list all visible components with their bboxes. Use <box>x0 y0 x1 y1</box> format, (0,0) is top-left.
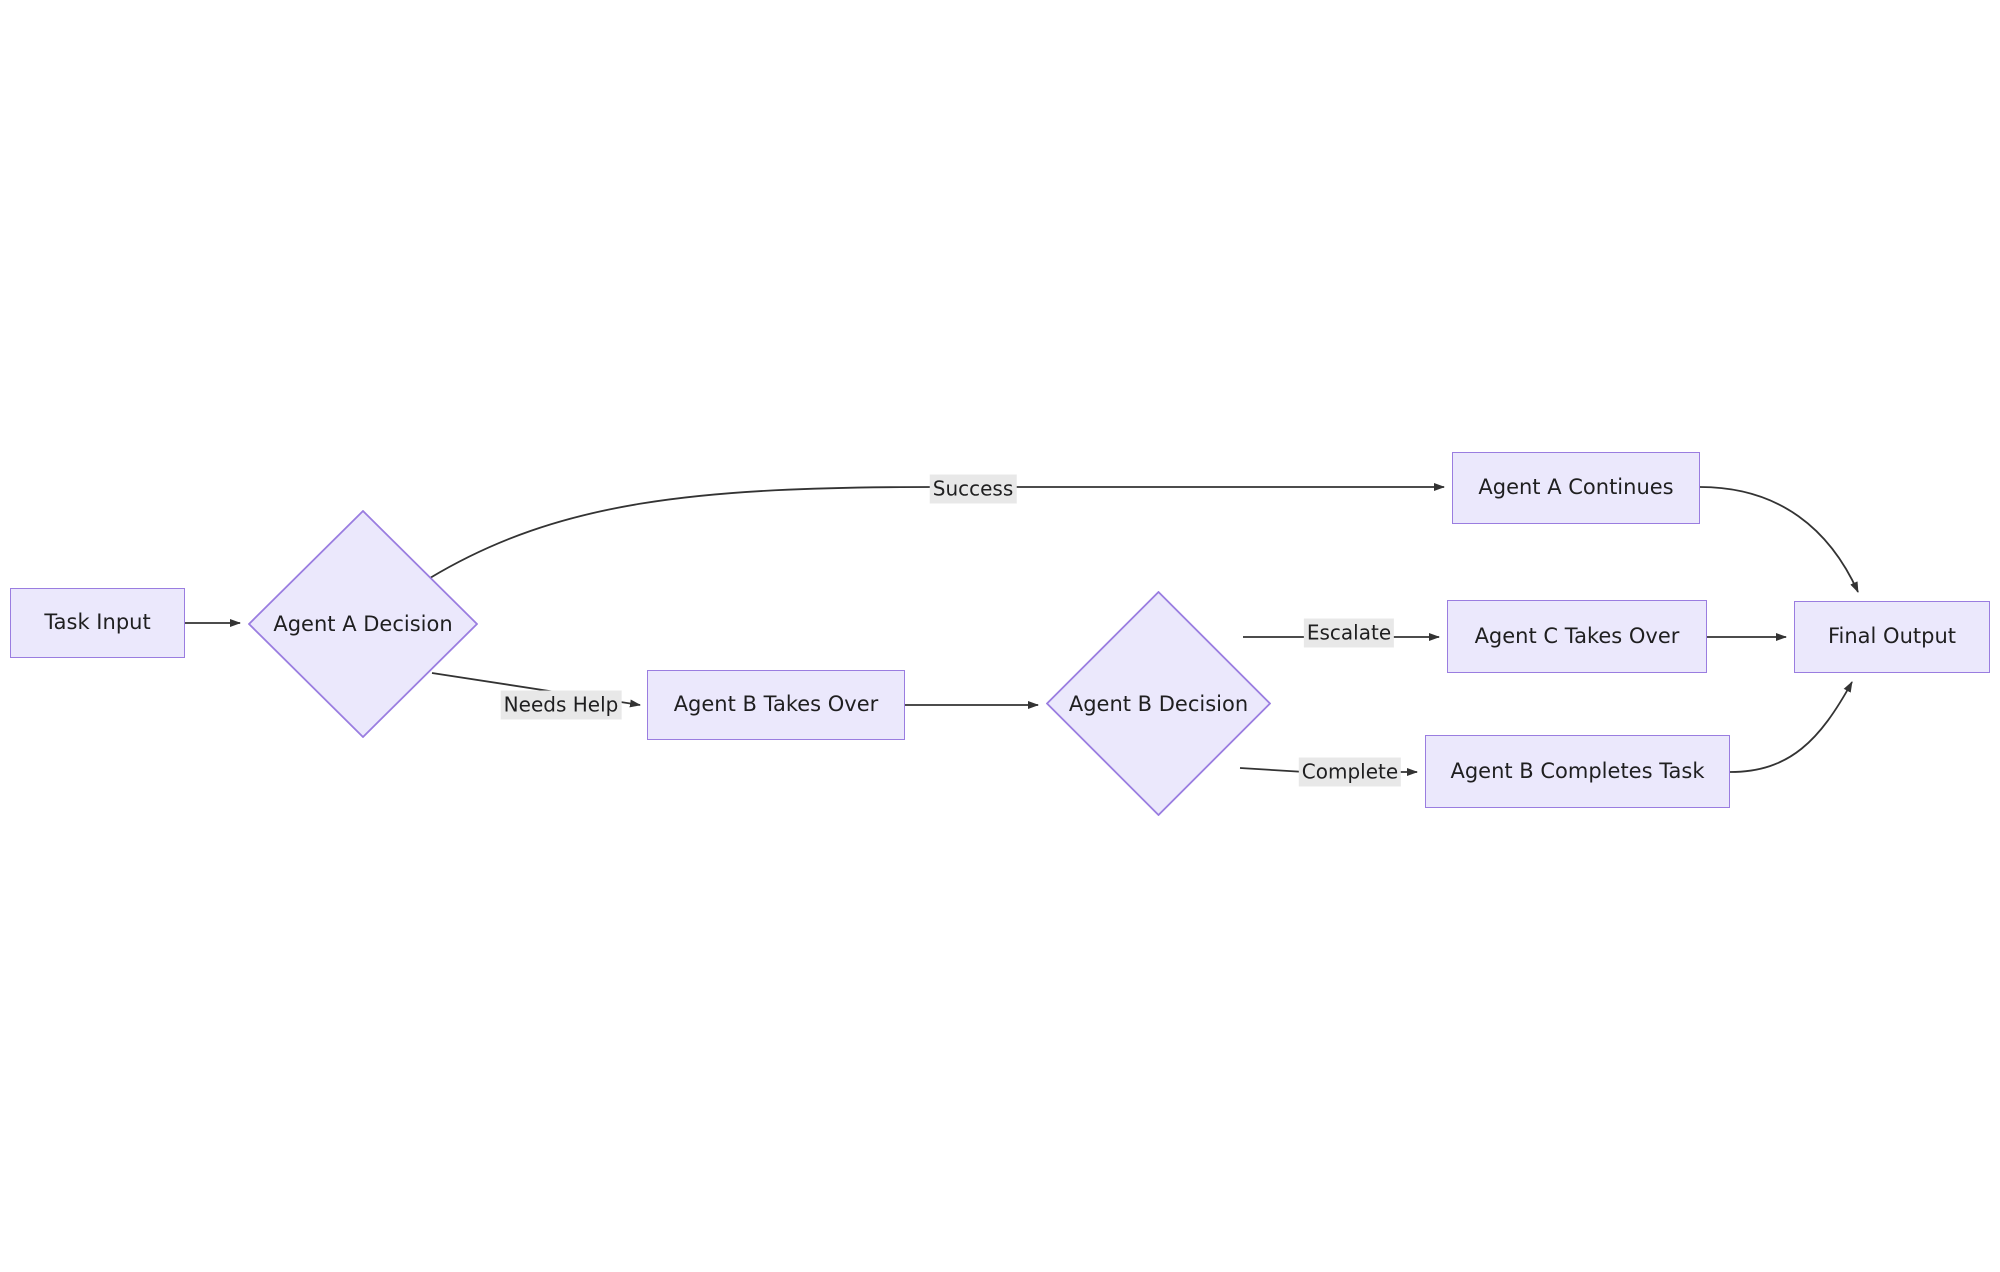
edge-agent-a-decision-to-agent-a-continues <box>429 483 1445 579</box>
node-agent-b-completes-task[interactable]: Agent B Completes Task <box>1425 735 1730 808</box>
edge-label-success: Success <box>929 474 1017 504</box>
node-agent-c-takes-over[interactable]: Agent C Takes Over <box>1447 600 1707 673</box>
node-agent-a-continues-label: Agent A Continues <box>1478 475 1674 500</box>
edge-label-complete: Complete <box>1298 757 1402 787</box>
node-agent-b-decision-label: Agent B Decision <box>1068 691 1249 716</box>
node-final-output-label: Final Output <box>1827 624 1957 649</box>
edge-agent-a-continues-to-final-output <box>1699 486 1859 593</box>
node-agent-c-takes-over-label: Agent C Takes Over <box>1474 623 1680 648</box>
node-agent-a-continues[interactable]: Agent A Continues <box>1452 452 1700 524</box>
node-agent-b-takes-over[interactable]: Agent B Takes Over <box>647 670 905 740</box>
node-agent-b-decision[interactable]: Agent B Decision <box>1046 591 1271 816</box>
node-task-input-label: Task Input <box>44 610 151 635</box>
edge-agent-b-completes-task-to-final-output <box>1729 681 1853 773</box>
agent-b-decision-shape <box>1046 591 1271 816</box>
edge-label-escalate: Escalate <box>1303 618 1395 648</box>
edge-label-needs-help: Needs Help <box>500 690 622 720</box>
agent-a-decision-shape <box>248 510 478 738</box>
node-final-output[interactable]: Final Output <box>1794 601 1990 673</box>
node-agent-a-decision[interactable]: Agent A Decision <box>248 510 478 738</box>
node-agent-b-completes-task-label: Agent B Completes Task <box>1450 758 1705 783</box>
node-agent-b-takes-over-label: Agent B Takes Over <box>673 692 879 717</box>
node-task-input[interactable]: Task Input <box>10 588 185 658</box>
node-agent-a-decision-label: Agent A Decision <box>273 612 453 636</box>
